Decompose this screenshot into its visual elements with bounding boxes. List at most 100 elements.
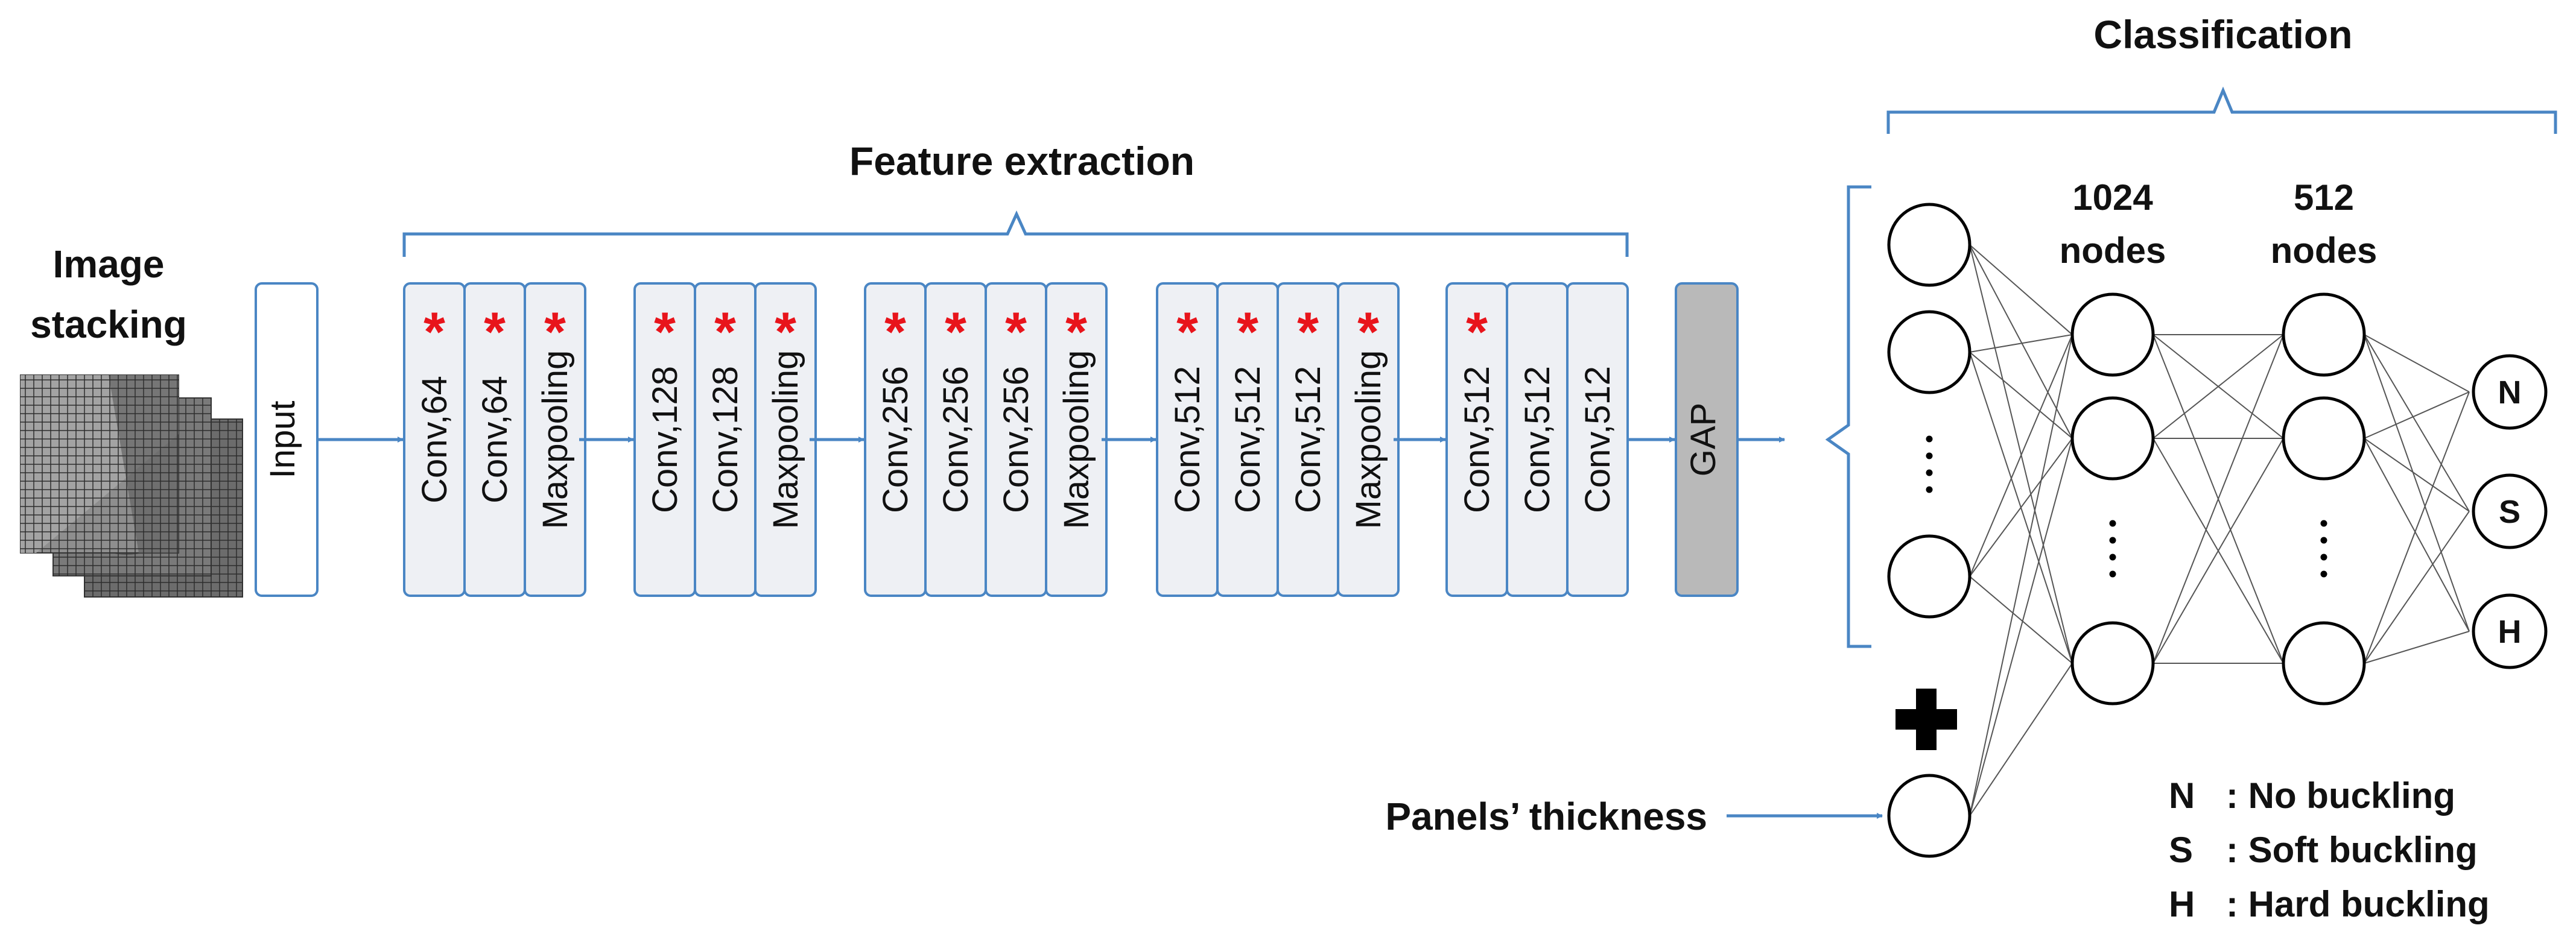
classification-brace <box>1886 86 2557 134</box>
input-node-4 <box>1887 774 1972 858</box>
connection-hidden2-output <box>2364 334 2470 632</box>
output-node-1 <box>2472 354 2548 430</box>
connection-hidden1-hidden2 <box>2152 334 2284 664</box>
hidden1-node-3 <box>2070 621 2155 705</box>
layer-label: Conv,64 <box>475 376 515 503</box>
layer-label: Conv,64 <box>415 376 454 503</box>
star-marker: * <box>1297 301 1319 363</box>
star-marker: * <box>884 301 906 363</box>
layer-label: Conv,128 <box>646 366 685 513</box>
connection-hidden1-hidden2 <box>2152 334 2284 439</box>
layer-label: Maxpooling <box>1057 350 1096 529</box>
image-stacking-title-line2: stacking <box>30 303 187 346</box>
connection-input-hidden1 <box>1969 244 2073 439</box>
input-label: Input <box>263 401 302 479</box>
legend-desc-n: : No buckling <box>2226 775 2455 816</box>
output-node-label: N <box>2498 374 2522 411</box>
connection-input-hidden1 <box>1969 352 2073 439</box>
feature-extraction-layers: Conv,64*Conv,64*Maxpooling*Conv,128*Conv… <box>403 282 1629 597</box>
connection-input-hidden1 <box>1969 244 2073 335</box>
connection-hidden1-hidden2 <box>2152 438 2284 664</box>
input-layer-brace <box>1825 185 1871 648</box>
feature-extraction-brace <box>402 210 1629 257</box>
star-marker: * <box>1005 301 1027 363</box>
layer-label: Conv,256 <box>997 366 1036 513</box>
layer-label: Conv,128 <box>706 366 745 513</box>
gap-label: GAP <box>1684 403 1723 477</box>
ellipsis-dot-input <box>1926 452 1933 459</box>
star-marker: * <box>1237 301 1258 363</box>
connection-input-hidden1 <box>1969 438 2073 577</box>
image-stack <box>20 374 243 598</box>
connection-input-hidden1 <box>1969 334 2073 353</box>
star-marker: * <box>945 301 966 363</box>
connection-hidden2-output <box>2364 511 2470 664</box>
layer-label: Conv,256 <box>936 366 976 513</box>
ellipsis-dot-input <box>1926 435 1933 443</box>
layer-label: Maxpooling <box>1349 350 1388 529</box>
layer-512-label-line1: 512 <box>2294 177 2354 218</box>
layer-label: Maxpooling <box>536 350 575 529</box>
ellipsis-dot-input <box>1926 469 1933 476</box>
legend-key-n: N <box>2169 775 2195 816</box>
output-node-3 <box>2472 593 2548 669</box>
panels-thickness-label: Panels’ thickness <box>1385 795 1707 838</box>
star-marker: * <box>775 301 796 363</box>
ellipsis-dot-hidden2 <box>2320 554 2327 561</box>
legend-key-h: H <box>2169 884 2195 924</box>
ellipsis-dot-input <box>1926 486 1933 493</box>
connection-input-hidden1 <box>1969 576 2073 664</box>
connection-input-hidden1 <box>1969 663 2073 816</box>
network-nodes: NSH <box>1887 203 2548 858</box>
connection-hidden2-output <box>2364 438 2470 512</box>
star-marker: * <box>1466 301 1488 363</box>
layer-label: Conv,512 <box>1578 366 1617 513</box>
ellipsis-dot-hidden2 <box>2320 570 2327 578</box>
ellipsis-dot-hidden1 <box>2109 554 2116 561</box>
layer-label: Maxpooling <box>766 350 805 529</box>
layer-label: Conv,256 <box>876 366 915 513</box>
connection-input-hidden1 <box>1969 438 2073 816</box>
layer-label: Conv,512 <box>1518 366 1557 513</box>
layer-1024-label-line1: 1024 <box>2072 177 2153 218</box>
connection-input-hidden1 <box>1969 334 2073 816</box>
layer-label: Conv,512 <box>1168 366 1207 513</box>
layer-box-b5-3 <box>1566 282 1629 597</box>
input-node-3 <box>1887 534 1972 619</box>
connection-hidden2-output <box>2364 391 2470 664</box>
layer-512-label-line2: nodes <box>2271 230 2378 271</box>
connection-input-hidden1 <box>1969 334 2073 577</box>
hidden2-node-2 <box>2282 396 2366 481</box>
connection-hidden2-output <box>2364 438 2470 632</box>
classification-title: Classification <box>2093 12 2352 57</box>
connection-hidden2-output <box>2364 631 2470 664</box>
star-marker: * <box>544 301 566 363</box>
output-node-label: H <box>2498 614 2522 650</box>
star-marker: * <box>1065 301 1087 363</box>
legend-desc-h: : Hard buckling <box>2226 884 2490 924</box>
output-node-2 <box>2472 473 2548 549</box>
connection-hidden2-output <box>2364 334 2470 393</box>
legend-desc-s: : Soft buckling <box>2226 830 2478 870</box>
star-marker: * <box>484 301 506 363</box>
layer-label: Conv,512 <box>1458 366 1497 513</box>
hidden2-node-1 <box>2282 292 2366 377</box>
layer-label: Conv,512 <box>1289 366 1328 513</box>
star-marker: * <box>654 301 676 363</box>
feature-extraction-title: Feature extraction <box>849 139 1194 183</box>
input-node-1 <box>1887 203 1972 287</box>
plus-icon <box>1896 689 1957 750</box>
image-stacking-title-line1: Image <box>53 242 165 286</box>
connection-hidden2-output <box>2364 391 2470 439</box>
ellipsis-dot-hidden2 <box>2320 520 2327 527</box>
ellipsis-dot-hidden1 <box>2109 520 2116 527</box>
hidden1-node-1 <box>2070 292 2155 377</box>
layer-label: Conv,512 <box>1228 366 1267 513</box>
input-node-2 <box>1887 310 1972 394</box>
star-marker: * <box>1176 301 1198 363</box>
network-connections <box>1969 244 2470 816</box>
star-marker: * <box>1357 301 1379 363</box>
star-marker: * <box>424 301 445 363</box>
ellipsis-dot-hidden1 <box>2109 570 2116 578</box>
